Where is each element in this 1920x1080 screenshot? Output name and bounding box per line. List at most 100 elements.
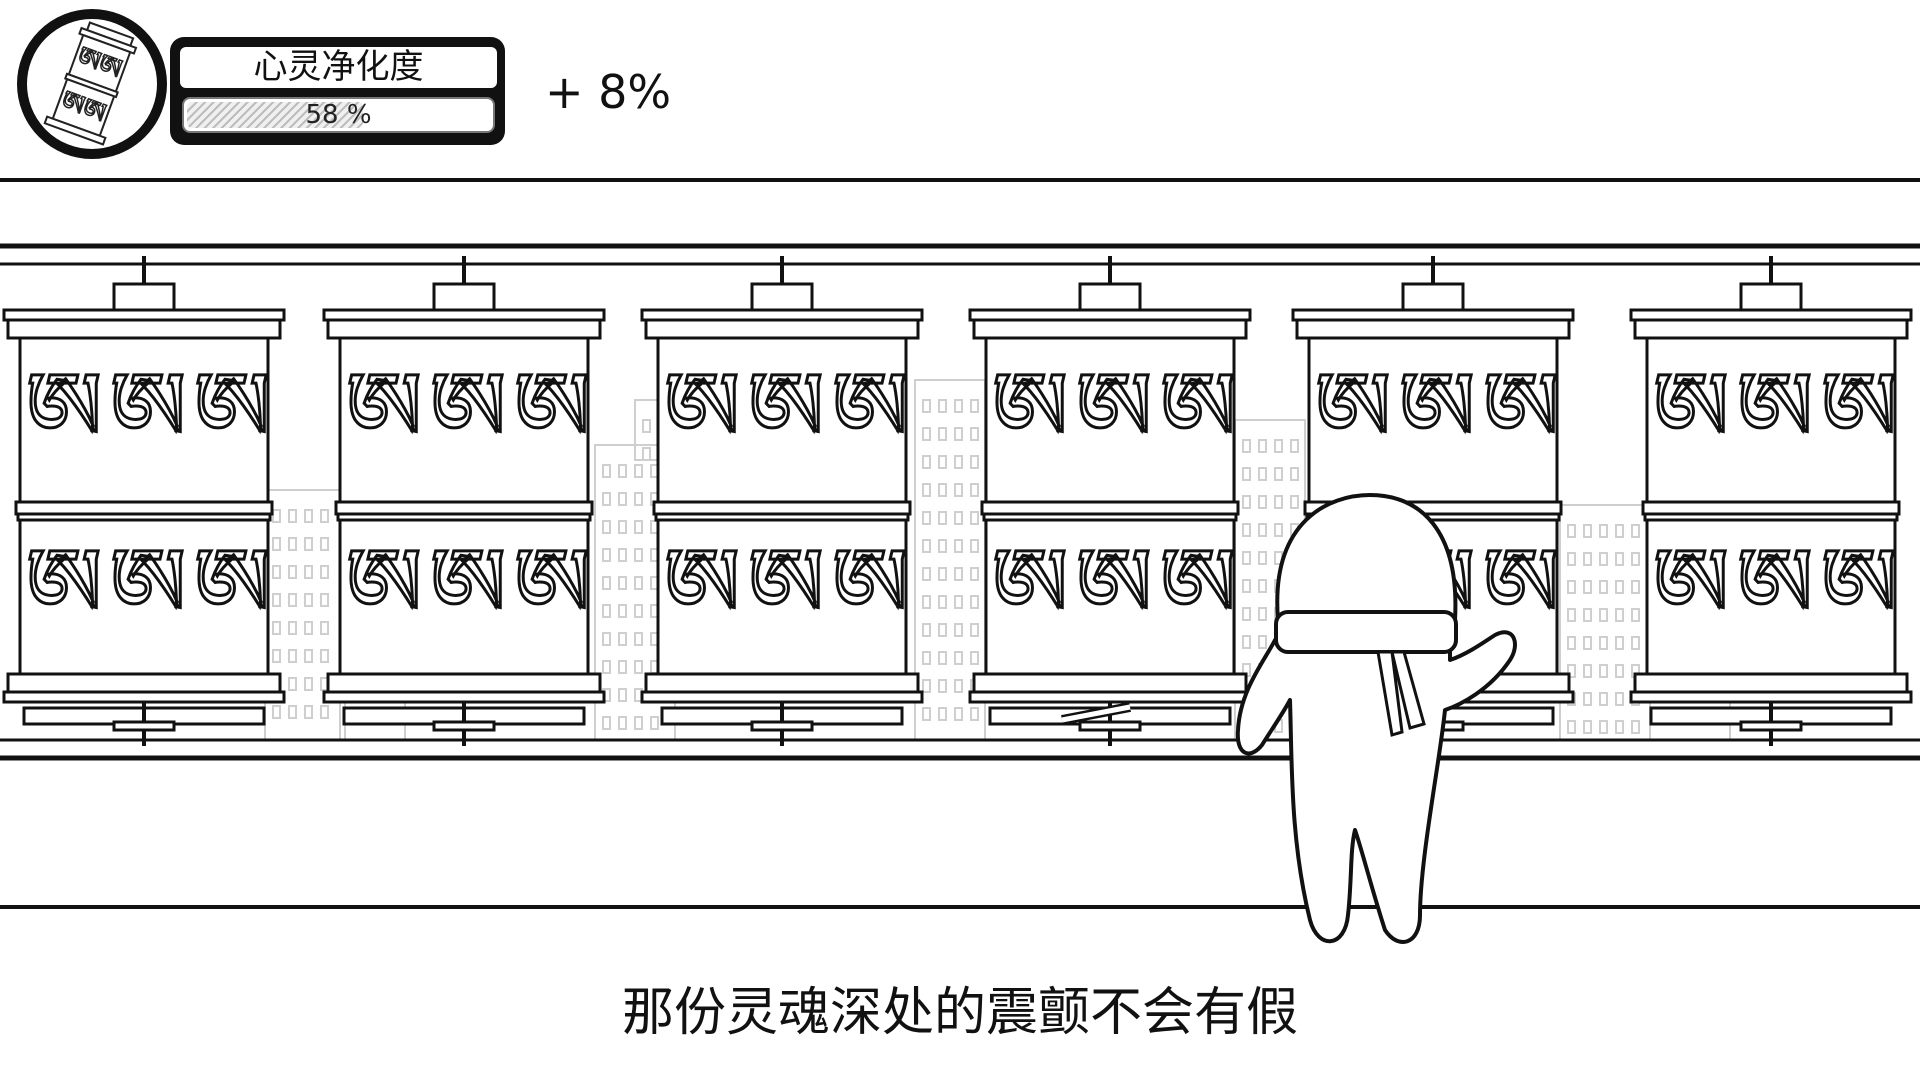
background-window	[288, 593, 297, 607]
tibetan-glyph: ཨ	[1483, 527, 1560, 639]
prayer-wheel-icon: ཨཨ ཨཨ	[43, 21, 138, 146]
background-window	[634, 576, 643, 590]
tibetan-glyph: ཨ	[346, 527, 423, 639]
background-window	[1258, 439, 1267, 453]
background-window	[1258, 551, 1267, 565]
tibetan-glyph: ཨ	[1399, 351, 1476, 463]
background-window	[618, 520, 627, 534]
background-window	[1615, 580, 1624, 594]
background-window	[650, 716, 659, 730]
background-window	[1599, 608, 1608, 622]
background-window	[1615, 692, 1624, 706]
background-window	[1258, 495, 1267, 509]
background-window	[602, 464, 611, 478]
tibetan-glyph: ཨ	[1653, 351, 1730, 463]
background-window	[1583, 524, 1592, 538]
background-window	[1583, 608, 1592, 622]
background-window	[922, 679, 931, 693]
background-window	[938, 707, 947, 721]
character-head	[1275, 492, 1458, 622]
background-window	[618, 548, 627, 562]
tibetan-glyph: ཨ	[430, 527, 507, 639]
tibetan-glyph: ཨ	[992, 527, 1069, 639]
background-window	[954, 679, 963, 693]
background-window	[954, 623, 963, 637]
background-window	[320, 593, 329, 607]
background-window	[1290, 495, 1299, 509]
background-window	[922, 399, 931, 413]
character-hat-band	[1274, 610, 1458, 654]
hud-title: 心灵净化度	[180, 47, 497, 88]
background-window	[1567, 552, 1576, 566]
background-window	[938, 567, 947, 581]
background-window	[634, 660, 643, 674]
tibetan-glyph: ཨ	[992, 351, 1069, 463]
background-window	[922, 511, 931, 525]
tibetan-glyph: ཨ	[194, 351, 271, 463]
background-window	[634, 604, 643, 618]
background-window	[272, 509, 281, 523]
background-window	[634, 492, 643, 506]
background-window	[1242, 579, 1251, 593]
wheel-handle	[1061, 702, 1131, 725]
tibetan-glyph: ཨ	[1483, 351, 1560, 463]
background-window	[970, 511, 979, 525]
background-window	[1567, 524, 1576, 538]
background-window	[954, 595, 963, 609]
background-window	[1242, 467, 1251, 481]
background-window	[970, 483, 979, 497]
player-character[interactable]	[1235, 492, 1517, 944]
background-window	[1242, 551, 1251, 565]
background-window	[602, 576, 611, 590]
background-window	[272, 537, 281, 551]
background-window	[1567, 636, 1576, 650]
background-window	[938, 427, 947, 441]
background-window	[938, 623, 947, 637]
background-window	[922, 483, 931, 497]
tibetan-glyph: ཨ	[1821, 351, 1898, 463]
tibetan-glyph: ཨ	[194, 527, 271, 639]
background-window	[1258, 635, 1267, 649]
background-window	[1242, 607, 1251, 621]
background-window	[272, 621, 281, 635]
background-window	[1583, 552, 1592, 566]
background-window	[634, 716, 643, 730]
background-window	[938, 679, 947, 693]
background-window	[288, 509, 297, 523]
background-window	[320, 649, 329, 663]
tibetan-glyph: ཨ	[1315, 351, 1392, 463]
background-window	[602, 520, 611, 534]
background-window	[938, 455, 947, 469]
background-window	[304, 677, 313, 691]
background-window	[1583, 720, 1592, 734]
background-window	[1258, 579, 1267, 593]
background-window	[1242, 523, 1251, 537]
character-body	[1235, 628, 1517, 944]
background-window	[618, 716, 627, 730]
tibetan-glyph: ཨ	[1160, 351, 1237, 463]
background-window	[1599, 692, 1608, 706]
background-window	[970, 427, 979, 441]
background-window	[1615, 636, 1624, 650]
background-window	[1274, 439, 1283, 453]
background-window	[970, 707, 979, 721]
background-window	[618, 604, 627, 618]
tibetan-glyph: ཨ	[748, 351, 825, 463]
background-window	[1567, 580, 1576, 594]
tibetan-glyph: ཨ	[1821, 527, 1898, 639]
background-window	[938, 399, 947, 413]
background-window	[922, 707, 931, 721]
background-window	[634, 548, 643, 562]
background-window	[304, 649, 313, 663]
background-window	[1258, 523, 1267, 537]
background-window	[1242, 635, 1251, 649]
background-window	[970, 455, 979, 469]
background-window	[618, 660, 627, 674]
background-window	[1631, 580, 1640, 594]
background-window	[1615, 608, 1624, 622]
